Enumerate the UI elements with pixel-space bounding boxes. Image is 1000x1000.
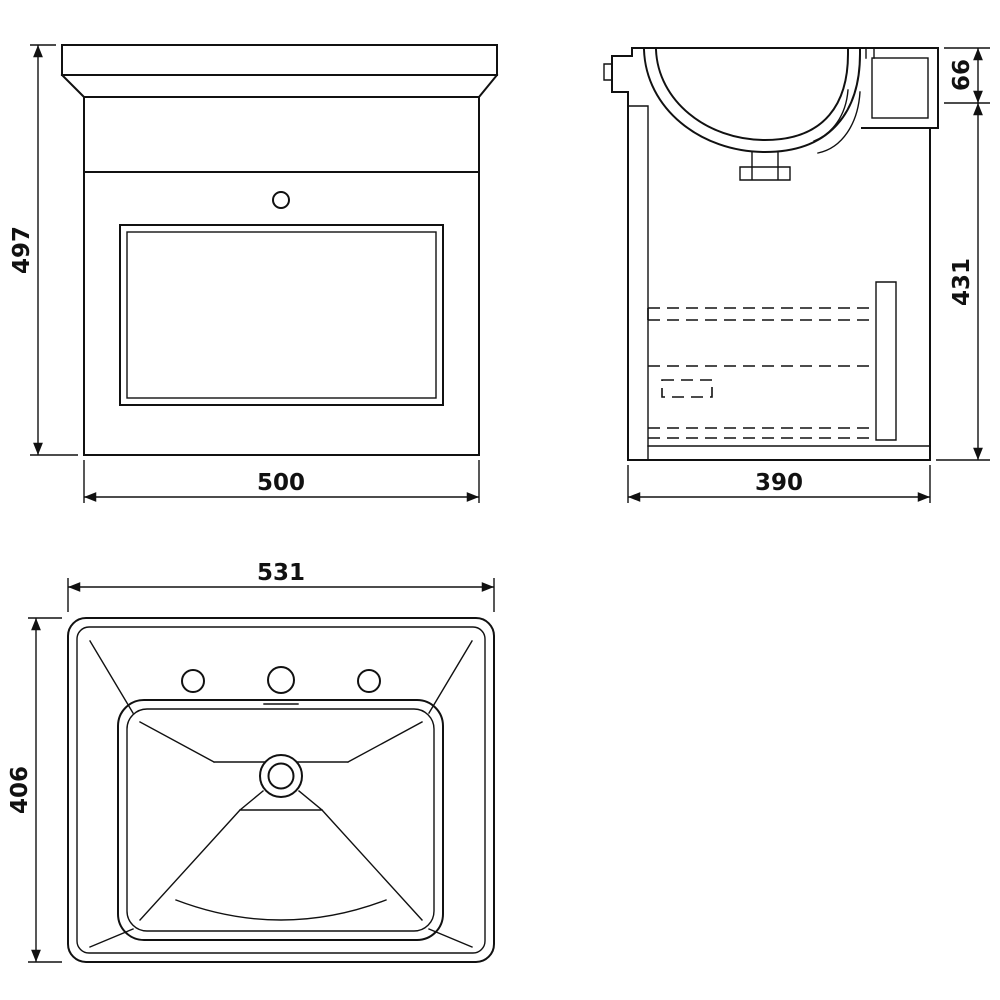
side-depth-label: 390 bbox=[755, 470, 803, 496]
side-rim-clip bbox=[603, 63, 613, 81]
side-view bbox=[603, 47, 939, 461]
plan-tap-hole-left bbox=[181, 669, 205, 693]
side-basin-height-dimension: 66 bbox=[944, 47, 990, 104]
plan-tap-hole-center bbox=[267, 666, 295, 694]
side-front-rim-profile bbox=[611, 47, 633, 107]
side-back-rail bbox=[875, 281, 897, 441]
side-waste-outlet bbox=[739, 151, 791, 181]
plan-front-slope-lines bbox=[139, 790, 423, 921]
side-bowl-outer-wall bbox=[642, 47, 861, 154]
side-cabinet-height-label: 431 bbox=[949, 258, 975, 306]
side-cabinet-height-dimension: 431 bbox=[936, 103, 990, 461]
side-cabinet-front-inner bbox=[627, 105, 649, 461]
front-door-panel-inner bbox=[126, 231, 437, 399]
front-width-label: 500 bbox=[257, 470, 305, 496]
front-height-dimension: 497 bbox=[9, 44, 78, 456]
side-tap-hole-section bbox=[865, 47, 875, 59]
plan-depth-extension-lines bbox=[28, 617, 62, 963]
side-depth-dimension: 390 bbox=[627, 465, 931, 503]
plan-width-label: 531 bbox=[257, 560, 305, 586]
plan-tap-hole-right bbox=[357, 669, 381, 693]
front-height-extension-lines bbox=[30, 44, 78, 456]
front-height-label: 497 bbox=[9, 226, 35, 274]
front-knob bbox=[272, 191, 290, 209]
side-bowl-inner-wall bbox=[654, 47, 849, 142]
side-drawer-runner-upper-dashed bbox=[647, 307, 876, 321]
front-width-dimension: 500 bbox=[83, 460, 480, 503]
side-tap-deck bbox=[861, 47, 939, 129]
plan-corner-chamfers bbox=[89, 640, 473, 948]
front-basin-apron bbox=[60, 73, 499, 99]
side-bottom-panel-dashed bbox=[648, 427, 876, 439]
side-overflow-channel bbox=[813, 89, 861, 154]
plan-inner-rim bbox=[76, 626, 486, 954]
front-view bbox=[60, 44, 499, 456]
plan-front-slope-arc bbox=[175, 899, 387, 921]
plan-depth-dimension: 406 bbox=[7, 617, 62, 963]
side-tap-deck-inner bbox=[871, 57, 929, 119]
side-hinge-plate-dashed bbox=[661, 379, 713, 398]
side-basin-height-label: 66 bbox=[949, 59, 975, 91]
front-door-panel-outer bbox=[119, 224, 444, 406]
plan-drain-outer bbox=[259, 754, 303, 798]
plan-width-dimension: 531 bbox=[67, 560, 495, 612]
plan-outer-rim bbox=[67, 617, 495, 963]
front-basin-slab bbox=[61, 44, 498, 76]
front-cabinet-outline bbox=[83, 96, 480, 456]
plan-depth-label: 406 bbox=[7, 766, 33, 814]
plan-basin-opening-outer bbox=[117, 699, 444, 941]
plan-basin-opening-inner bbox=[126, 708, 435, 932]
plan-view bbox=[67, 617, 495, 963]
plan-drain-inner bbox=[267, 762, 295, 790]
